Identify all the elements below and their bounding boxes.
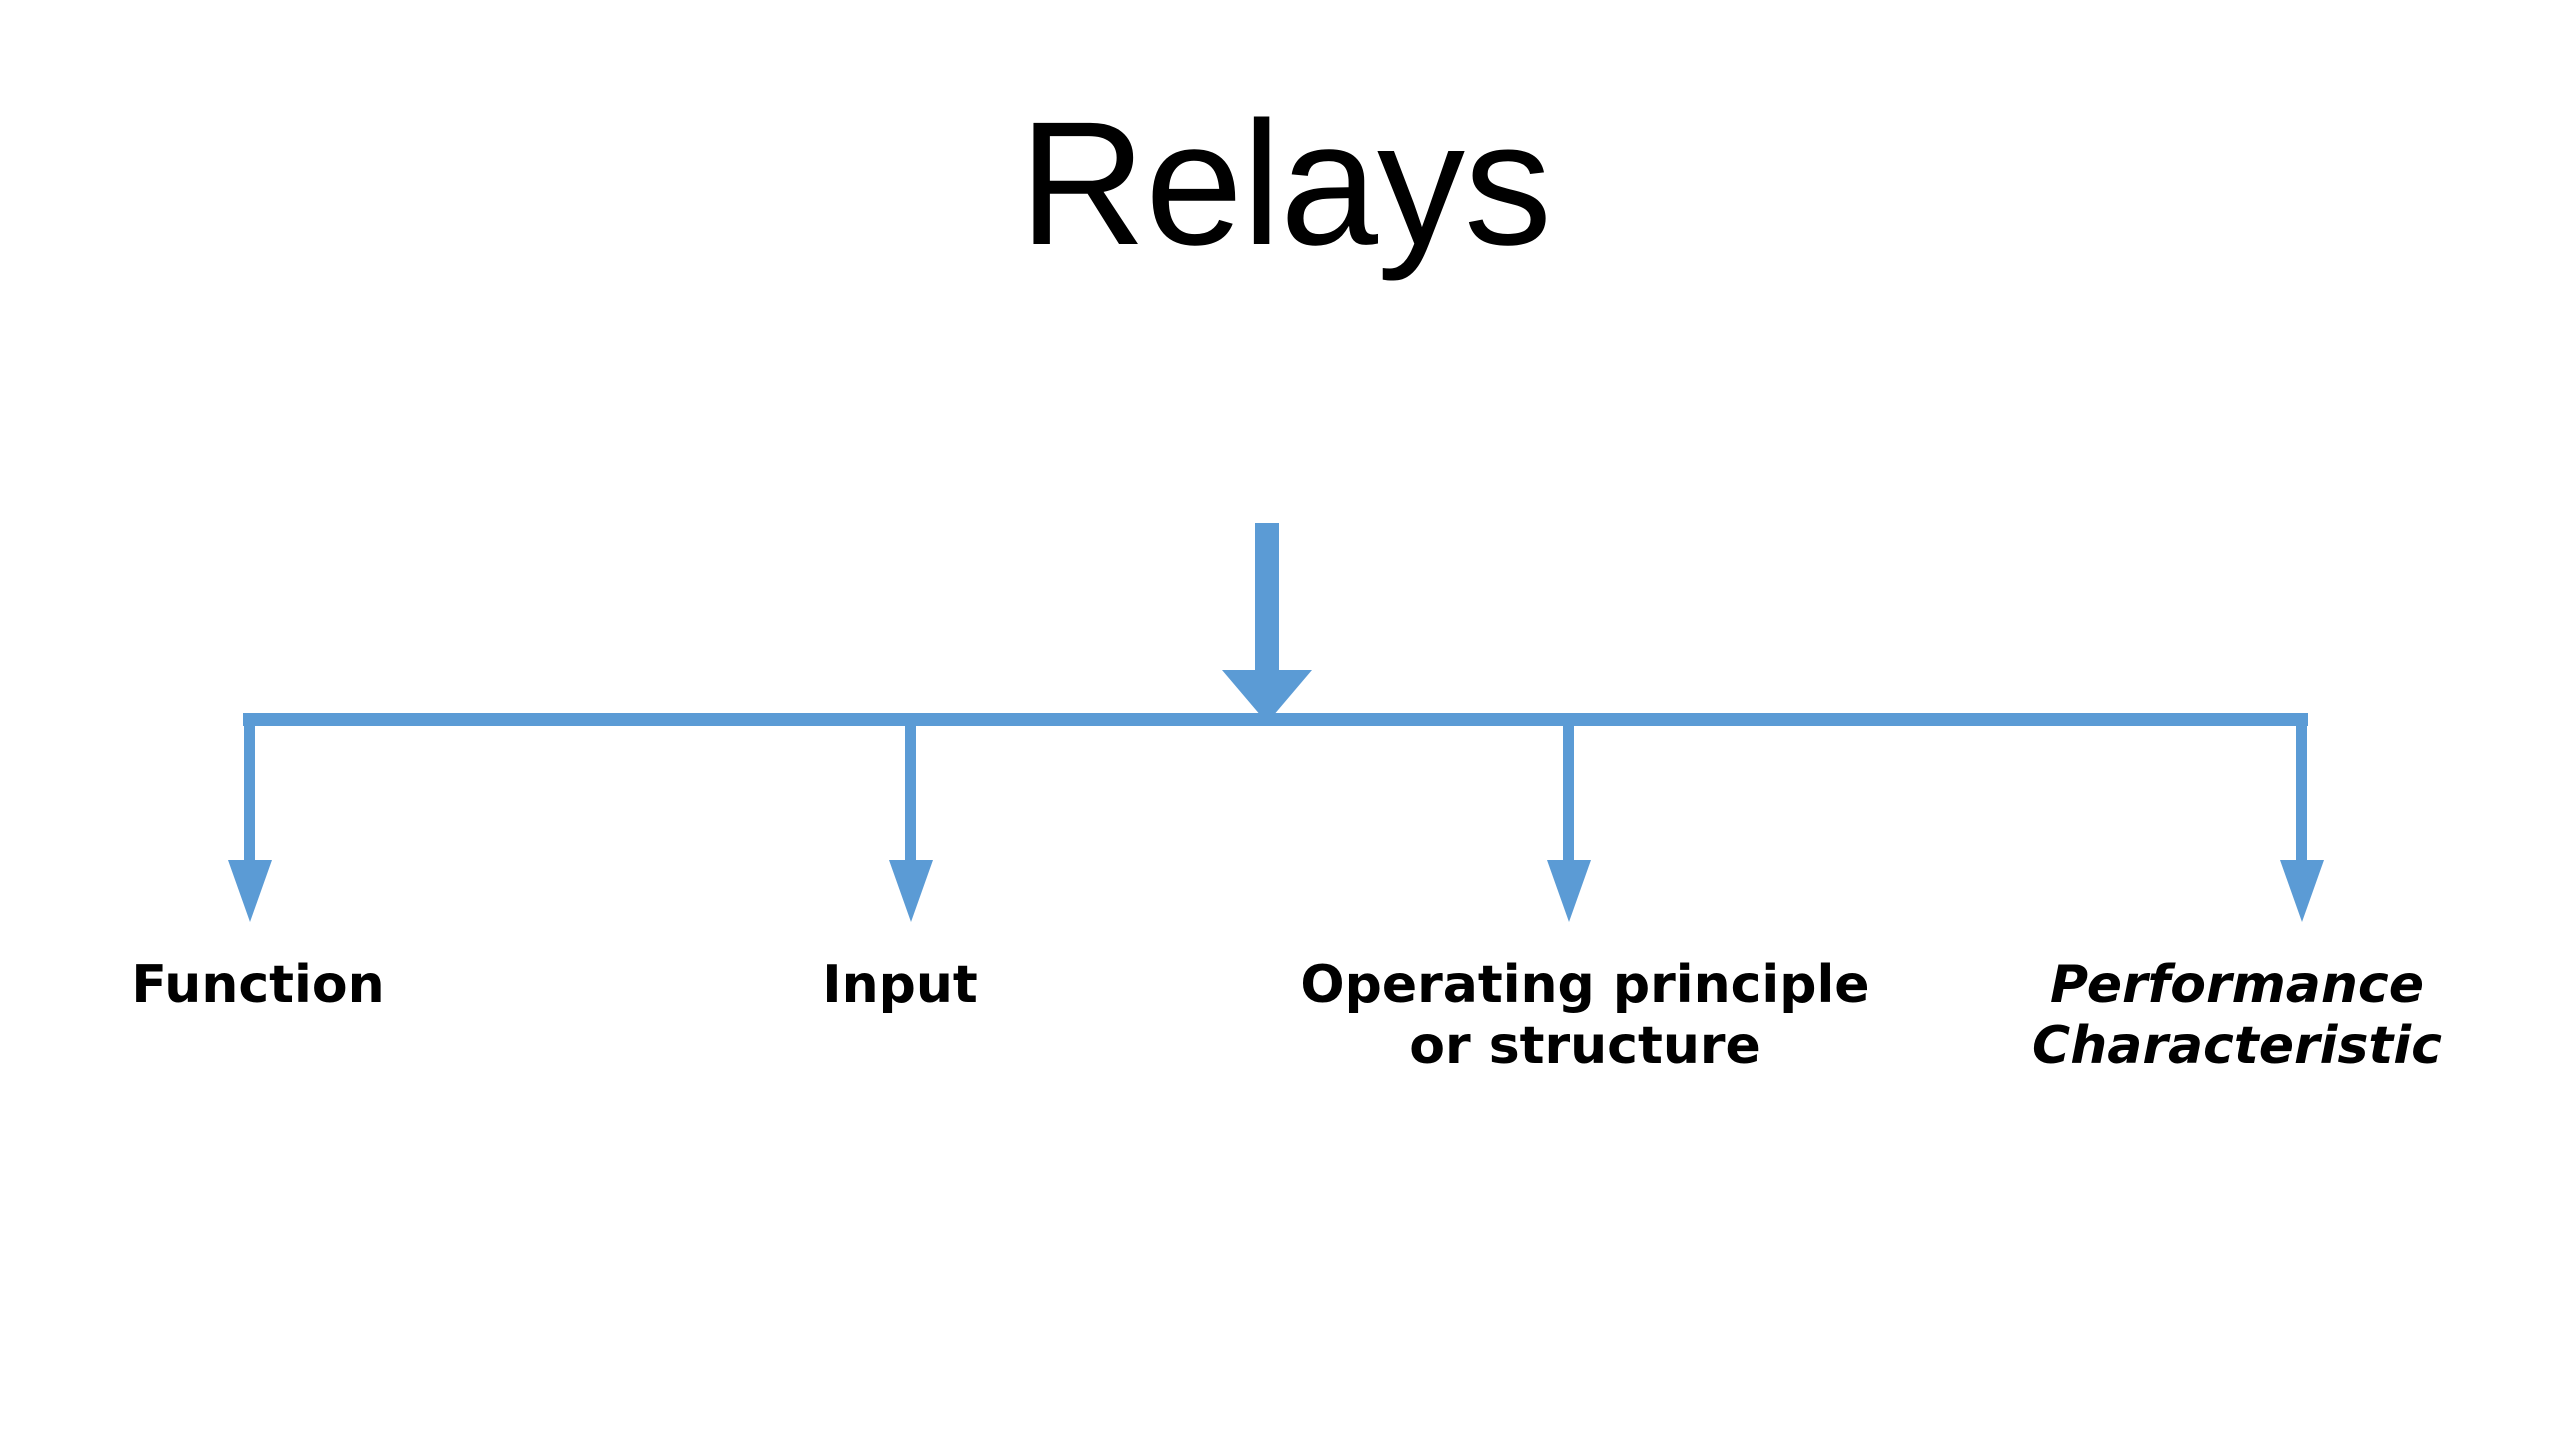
branch-label-performance-characteristic: Performance Characteristic: [2032, 955, 2442, 1076]
branch-label-input: Input: [822, 955, 978, 1015]
branch-connector-input: [889, 713, 933, 922]
branch-label-operating-principle-or-structure: Operating principle or structure: [1300, 955, 1870, 1076]
branch-label-function: Function: [131, 955, 385, 1015]
root-down-arrow: [1222, 523, 1312, 723]
branch-connector-function: [228, 713, 272, 922]
branch-connector-operating-principle: [1547, 713, 1591, 922]
horizontal-spine: [243, 713, 2308, 726]
page-title: Relays: [0, 92, 2560, 277]
branch-connector-performance-characteristic: [2280, 713, 2324, 922]
page-title-text: Relays: [1019, 86, 1552, 282]
